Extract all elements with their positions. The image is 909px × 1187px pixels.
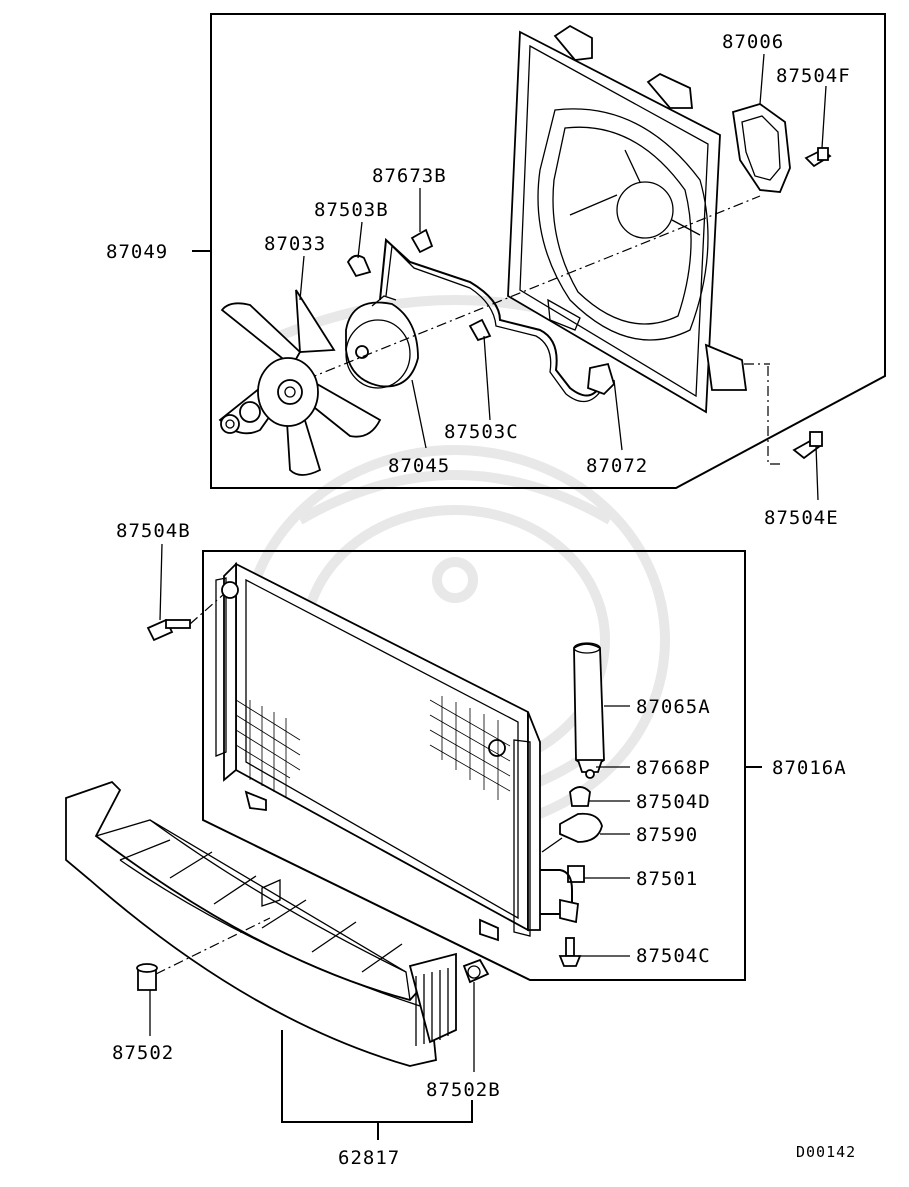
bracket-87590 [541,812,603,853]
label-87504D[interactable]: 87504D [636,791,711,813]
fan-motor [345,295,419,389]
label-87673B[interactable]: 87673B [372,165,447,187]
label-87503C[interactable]: 87503C [444,421,519,443]
condenser-group [146,543,762,981]
label-87501[interactable]: 87501 [636,868,698,890]
label-87504F[interactable]: 87504F [776,65,851,87]
clip-87502 [136,963,158,991]
assembly-axis [269,195,761,395]
label-87590[interactable]: 87590 [636,824,698,846]
leader-87072 [613,379,623,451]
leader-87504F [821,85,827,149]
label-87504E[interactable]: 87504E [764,507,839,529]
condenser-core [215,561,541,942]
clip-87503C [468,318,492,342]
label-87504B[interactable]: 87504B [116,520,191,542]
fan-shroud [507,24,748,414]
bolt-87504D [569,786,591,807]
under-cover [65,780,457,1067]
label-87016A[interactable]: 87016A [772,757,847,779]
fan-assembly-group [192,13,886,501]
clip-87673B [410,228,434,254]
condenser-group-frame [202,550,746,981]
fan-blade [218,289,382,476]
leader-87006 [759,53,765,105]
label-87502B[interactable]: 87502B [426,1079,501,1101]
clip-87503B [346,254,372,278]
label-87504C[interactable]: 87504C [636,945,711,967]
label-87668P[interactable]: 87668P [636,757,711,779]
leader-87504E [815,445,819,501]
fan-group-frame [210,13,886,489]
label-87033[interactable]: 87033 [264,233,326,255]
wire-connector [587,362,616,396]
part-labels: 87006 87504F 87673B 87503B 87033 87049 8… [106,31,856,1169]
bolt-87504C [558,937,582,967]
motor-cover-plate [731,103,791,193]
guide-87504E [767,366,782,465]
label-87502[interactable]: 87502 [112,1042,174,1064]
bolt-87504F [804,147,832,168]
label-62817[interactable]: 62817 [338,1147,400,1169]
bolt-87504E [792,431,823,460]
label-87072[interactable]: 87072 [586,455,648,477]
leader-87503B [357,221,363,259]
leader-87033 [299,255,305,301]
label-87065A[interactable]: 87065A [636,696,711,718]
leader-87504B [159,543,163,621]
condenser-fins [235,696,511,800]
label-87045[interactable]: 87045 [388,455,450,477]
clip-87501 [567,865,585,883]
label-87503B[interactable]: 87503B [314,199,389,221]
leader-87045 [411,379,427,449]
wire-harness [379,237,601,397]
fan-nut-washer [220,401,261,434]
label-87049[interactable]: 87049 [106,241,168,263]
diagram-code: D00142 [796,1143,856,1161]
bolt-87504B [146,618,191,642]
label-87006[interactable]: 87006 [722,31,784,53]
receiver-dryer [573,642,605,779]
clip-87502B [462,958,490,984]
leader-87503C [483,335,491,421]
